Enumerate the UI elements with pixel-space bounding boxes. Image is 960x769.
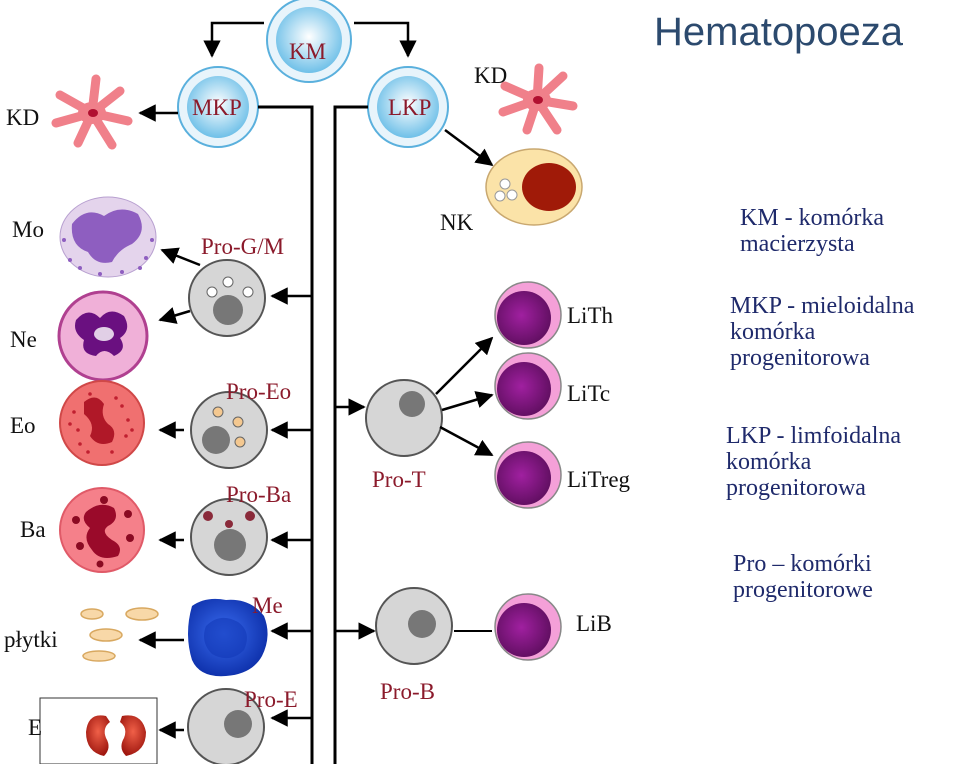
km-stem-cell [266, 0, 352, 83]
lkp-cell [367, 66, 449, 148]
legend-pro-line: Pro – komórki [733, 551, 872, 577]
label-lkp: LKP [388, 95, 432, 120]
label-plytki: płytki [4, 627, 58, 652]
arrow-lkp-nk [444, 128, 494, 167]
t-cell-arrows [435, 336, 494, 457]
legend-mkp-line: komórka [730, 318, 816, 345]
basophil-image [58, 487, 148, 573]
neutrophil-image [57, 290, 149, 382]
monocyte-image [56, 194, 160, 280]
pro-t-cell [365, 379, 443, 457]
legend-km-line: KM - komórka [740, 205, 884, 231]
myeloid-arrows [270, 287, 312, 727]
dendritic-cell-left [51, 74, 133, 150]
label-pro-b: Pro-B [380, 679, 435, 704]
megakaryocyte-image [188, 598, 268, 677]
erythrocyte-image [39, 697, 158, 765]
label-eo: Eo [10, 413, 36, 438]
legend-lkp-line: progenitorowa [726, 474, 866, 501]
label-kd-left: KD [6, 105, 40, 130]
maturation-arrows [138, 247, 201, 739]
lymphocyte-lith [494, 281, 562, 349]
eosinophil-image [58, 380, 146, 466]
label-me: Me [252, 593, 283, 618]
label-kd-right: KD [474, 63, 508, 88]
label-nk: NK [440, 210, 474, 235]
platelets-image [80, 607, 159, 662]
legend-pro: Pro – komórki progenitorowe [733, 551, 873, 604]
label-mo: Mo [12, 217, 44, 242]
lymphocyte-litc [494, 352, 562, 420]
label-litreg: LiTreg [567, 467, 631, 492]
lineage-trunks [258, 105, 368, 764]
label-ba: Ba [20, 517, 46, 542]
legend-mkp-line: MKP - mieloidalna [730, 293, 915, 319]
label-pro-t: Pro-T [372, 467, 426, 492]
lymphocyte-lib [494, 593, 562, 661]
legend-km: KM - komórka macierzysta [740, 205, 884, 258]
label-pro-ba: Pro-Ba [226, 482, 292, 507]
legend-lkp-line: LKP - limfoidalna [726, 423, 902, 449]
label-pro-gm: Pro-G/M [201, 234, 285, 259]
lymphocyte-litreg [494, 441, 562, 509]
mkp-cell [177, 66, 259, 148]
pro-gm-cell [188, 259, 266, 337]
pro-eo-cell [190, 391, 268, 469]
pro-e-cell [187, 688, 265, 766]
km-branch-arrows [203, 21, 417, 58]
legend-mkp: MKP - mieloidalna komórka progenitorowa [730, 293, 915, 372]
legend-mkp-line: progenitorowa [730, 344, 870, 371]
pro-b-cell [375, 587, 453, 665]
label-litc: LiTc [567, 381, 611, 406]
label-ne: Ne [10, 327, 37, 352]
dendritic-cell-right [498, 63, 578, 135]
label-km: KM [289, 39, 327, 64]
legend-km-line: macierzysta [740, 230, 855, 257]
label-pro-eo: Pro-Eo [226, 379, 292, 404]
label-lib: LiB [576, 611, 612, 636]
lymphoid-arrows [335, 398, 376, 640]
nk-cell [485, 148, 583, 226]
label-lith: LiTh [567, 303, 613, 328]
legend-lkp-line: komórka [726, 448, 812, 475]
label-mkp: MKP [192, 95, 242, 120]
pro-ba-cell [190, 498, 268, 576]
legend-pro-line: progenitorowe [733, 576, 873, 603]
page-title: Hematopoeza [654, 10, 904, 54]
label-pro-e: Pro-E [244, 687, 298, 712]
label-e: E [28, 715, 43, 740]
legend-lkp: LKP - limfoidalna komórka progenitorowa [726, 423, 902, 502]
